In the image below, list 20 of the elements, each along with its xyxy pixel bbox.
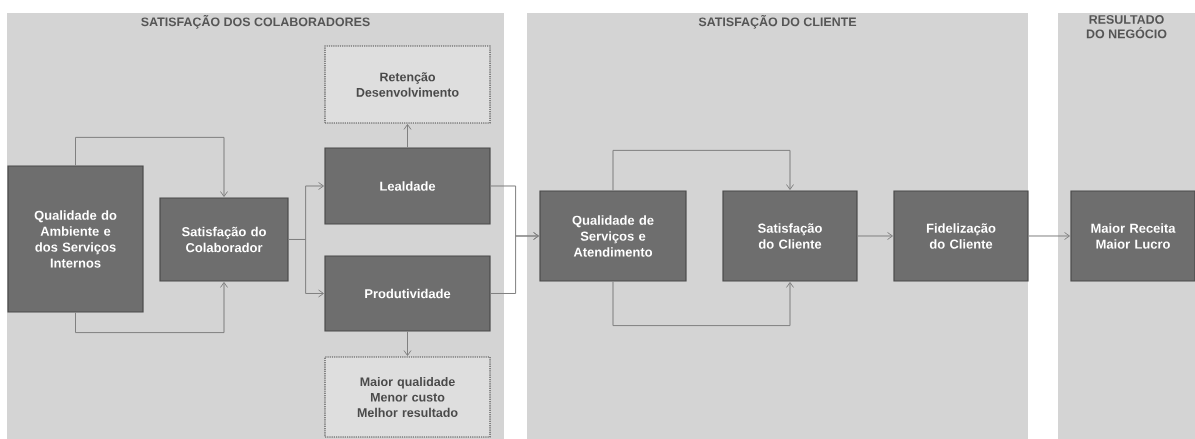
process-box: Fidelização do Cliente <box>893 190 1029 282</box>
arrow <box>612 149 794 191</box>
arrow <box>612 281 794 327</box>
arrow <box>75 136 228 197</box>
arrow <box>403 331 412 356</box>
arrow <box>490 232 540 294</box>
outcome-box: Retenção Desenvolvimento <box>324 45 491 124</box>
process-box: Lealdade <box>324 147 491 225</box>
arrow <box>75 281 228 334</box>
process-box: Produtividade <box>324 255 491 332</box>
process-box: Satisfação do Cliente <box>722 190 858 282</box>
process-box: Satisfação do Colaborador <box>159 197 289 282</box>
arrow <box>288 239 325 298</box>
process-box: Qualidade do Ambiente e dos Serviços Internos <box>7 165 144 313</box>
arrow <box>857 232 894 240</box>
arrow <box>403 123 412 148</box>
outcome-box: Maior qualidade Menor custo Melhor resultado <box>324 356 491 438</box>
process-box: Qualidade de Serviços e Atendimento <box>539 190 687 282</box>
process-box: Maior Receita Maior Lucro <box>1070 190 1195 282</box>
arrow <box>1028 232 1071 240</box>
